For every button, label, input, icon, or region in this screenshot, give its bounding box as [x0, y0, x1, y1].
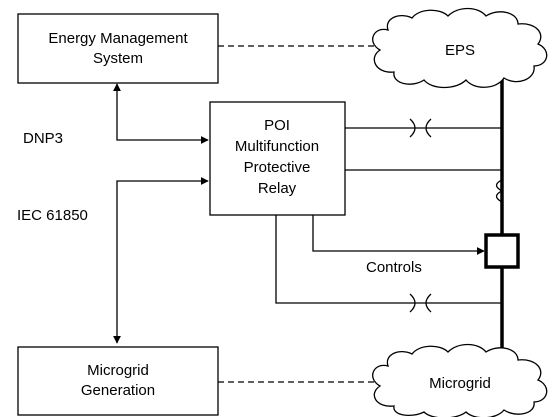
- potential-transformer-coil: [495, 179, 504, 203]
- relay-label-line4: Relay: [258, 180, 297, 197]
- relay-sense-line-bottom: [275, 215, 502, 304]
- eps-cloud: [372, 7, 548, 89]
- relay-label-line3: Protective: [244, 159, 311, 176]
- generation-label-line1: Microgrid: [87, 362, 149, 379]
- circuit-breaker: [484, 233, 520, 269]
- ems-label-line1: Energy Management: [48, 30, 188, 47]
- microgrid-cloud: [372, 343, 548, 417]
- current-transformer-bottom: [409, 293, 432, 313]
- eps-label: EPS: [445, 42, 475, 59]
- iec61850-label: IEC 61850: [17, 207, 88, 224]
- relay-label-line1: POI: [264, 117, 290, 134]
- poi-relay-box: [209, 101, 346, 216]
- generation-label-line2: Generation: [81, 382, 155, 399]
- controls-label: Controls: [366, 259, 422, 276]
- relay-label-line2: Multifunction: [235, 138, 319, 155]
- energy-management-system-box: [17, 13, 219, 84]
- current-transformer-top: [409, 118, 432, 138]
- dnp3-link: [113, 83, 209, 144]
- controls-line: [312, 215, 485, 255]
- iec61850-link: [113, 177, 209, 344]
- microgrid-label: Microgrid: [429, 375, 491, 392]
- ems-label-line2: System: [93, 50, 143, 67]
- microgrid-generation-box: [17, 346, 219, 416]
- dnp3-label: DNP3: [23, 130, 63, 147]
